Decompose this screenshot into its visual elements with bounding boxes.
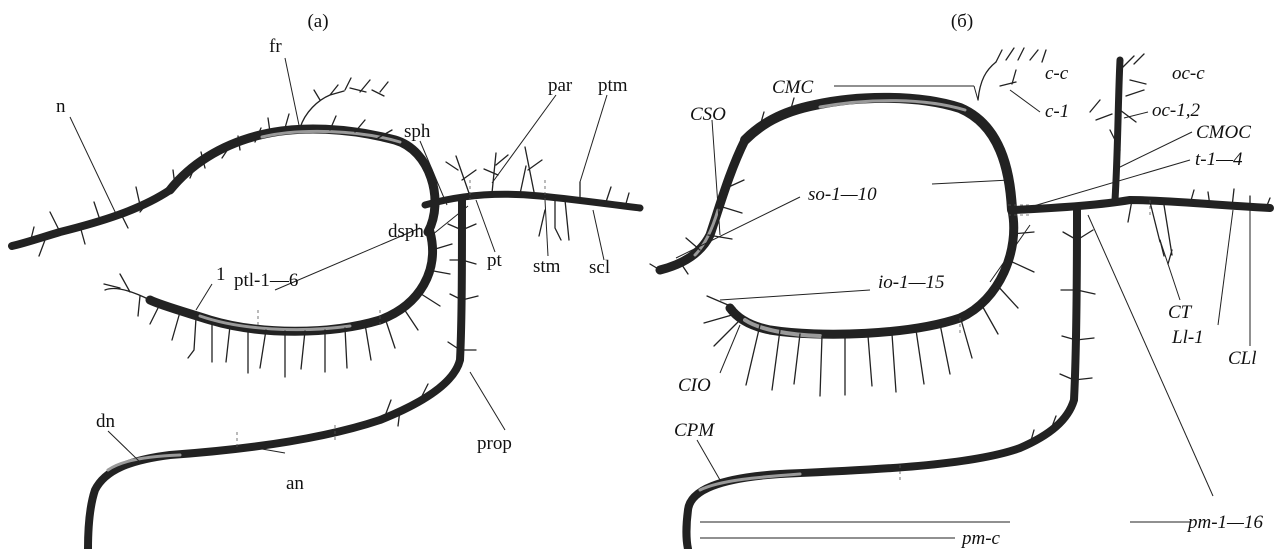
label-CMC: CMC [772,77,814,98]
ventral-tubules-b [704,232,1034,396]
label-pt: pt [487,250,503,271]
label-n: n [56,96,66,117]
label-dsph: dsph [388,221,424,242]
orbit-ring-b [730,98,1014,336]
segment-markers-b [900,200,1150,480]
label-occ: oc-c [1172,63,1205,84]
label-cc: c-c [1045,63,1069,84]
label-t14: t-1—4 [1195,149,1243,170]
label-scl: scl [589,257,610,278]
panel-a-title: (a) [307,11,328,32]
label-pmc: pm-c [960,528,1001,549]
label-CT: CT [1168,302,1193,323]
label-oc12: oc-1,2 [1152,100,1201,121]
label-CMOC: CMOC [1196,122,1251,143]
label-io115: io-1—15 [878,272,945,293]
postorbital-branch-a [425,147,640,240]
label-CPM: CPM [674,420,715,441]
label-stm: stm [533,256,561,277]
label-CSO: CSO [690,104,726,125]
label-so110: so-1—10 [808,184,877,205]
label-CIO: CIO [678,375,711,396]
panel-a: (a) [12,11,640,549]
label-c1: c-1 [1045,101,1069,122]
panel-b-title: (б) [951,11,973,32]
leaders-a [70,58,607,462]
label-an: an [286,473,304,494]
label-ptl: ptl-1—6 [234,270,298,291]
label-par: par [548,75,573,96]
preopercular-mandibular-a [88,200,478,549]
label-prop: prop [477,433,512,454]
label-sph: sph [404,121,431,142]
label-pm116: pm-1—16 [1186,512,1263,533]
label-ptm: ptm [598,75,628,96]
panel-b: (б) [650,11,1270,549]
label-Ll1: Ll-1 [1171,327,1204,348]
label-fr: fr [269,36,282,57]
label-CLl: CLl [1228,348,1257,369]
label-dn: dn [96,411,116,432]
label-1: 1 [216,264,226,285]
labels-a: fr n sph par ptm dsph pt stm scl 1 ptl-1… [56,36,628,494]
